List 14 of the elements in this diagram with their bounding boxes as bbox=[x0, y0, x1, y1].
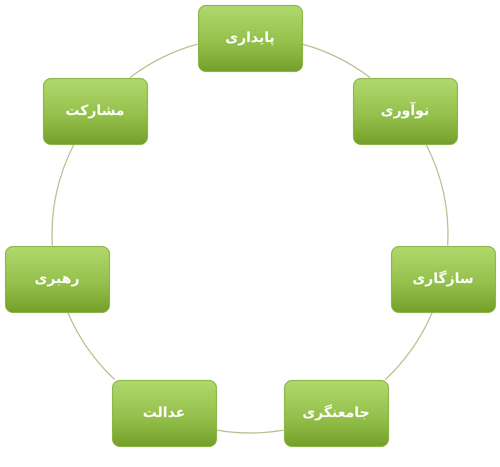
connector-line bbox=[130, 44, 198, 78]
connector-line bbox=[67, 312, 116, 380]
connector-line bbox=[52, 144, 74, 246]
process-box: نوآوری bbox=[352, 78, 458, 144]
process-box: جامعنگری bbox=[284, 380, 388, 446]
process-box: عدالت bbox=[112, 380, 216, 446]
process-box: رهبری bbox=[4, 246, 110, 312]
process-box: مشارکت bbox=[42, 78, 148, 144]
connector-line bbox=[426, 144, 448, 246]
connector-line bbox=[302, 44, 370, 78]
connector-line bbox=[216, 430, 284, 434]
process-box: پایداری bbox=[198, 4, 302, 72]
process-box: سازگاری bbox=[390, 246, 496, 312]
connector-line bbox=[384, 312, 433, 380]
